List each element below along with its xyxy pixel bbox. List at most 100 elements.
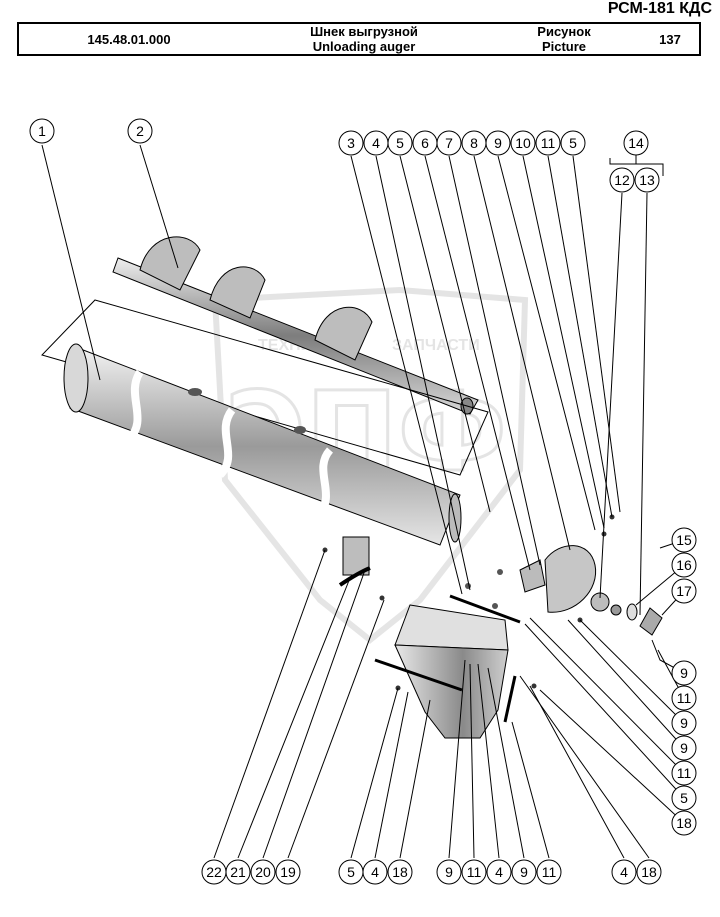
- callout-top-12: 12: [609, 167, 635, 193]
- callout-top-1: 1: [29, 118, 55, 144]
- callout-top-2: 2: [127, 118, 153, 144]
- svg-text:17: 17: [676, 583, 692, 599]
- picture-label-ru: Рисунок: [537, 24, 591, 39]
- part-name: Шнек выгрузной Unloading auger: [239, 24, 489, 54]
- auger-tube: [63, 343, 462, 546]
- callout-top-11: 11: [535, 130, 561, 156]
- svg-text:6: 6: [421, 135, 429, 151]
- svg-text:14: 14: [628, 135, 644, 151]
- svg-text:9: 9: [494, 135, 502, 151]
- gasket-parts: [449, 559, 546, 624]
- callout-bottom-4b: 4: [486, 859, 512, 885]
- svg-text:19: 19: [280, 864, 296, 880]
- callout-right-11b: 11: [671, 760, 697, 786]
- callout-bottom-5: 5: [338, 859, 364, 885]
- svg-text:18: 18: [392, 864, 408, 880]
- svg-text:21: 21: [230, 864, 246, 880]
- svg-text:9: 9: [445, 864, 453, 880]
- watermark-caption-right: ЗАПЧАСТИ: [392, 337, 480, 354]
- auger-outline-frame: [41, 299, 489, 476]
- svg-text:9: 9: [680, 715, 688, 731]
- callout-right-5: 5: [671, 785, 697, 811]
- callout-right-18: 18: [671, 810, 697, 836]
- svg-text:1: 1: [38, 123, 46, 139]
- leader-lines: [41, 144, 685, 859]
- svg-text:11: 11: [541, 135, 556, 151]
- callout-bottom-4c: 4: [611, 859, 637, 885]
- callout-bottom-9b: 9: [511, 859, 537, 885]
- callout-top-8: 8: [461, 130, 487, 156]
- svg-text:11: 11: [542, 864, 557, 880]
- auger-screw: [112, 236, 479, 415]
- callout-bottom-21: 21: [225, 859, 251, 885]
- picture-number: 137: [639, 24, 701, 54]
- svg-text:11: 11: [677, 690, 692, 706]
- svg-text:9: 9: [680, 740, 688, 756]
- svg-text:15: 15: [676, 532, 692, 548]
- svg-text:12: 12: [614, 172, 630, 188]
- svg-text:16: 16: [676, 557, 692, 573]
- svg-text:4: 4: [371, 864, 379, 880]
- svg-text:20: 20: [255, 864, 271, 880]
- picture-number-text: 137: [659, 31, 681, 47]
- svg-text:5: 5: [347, 864, 355, 880]
- callout-top-7: 7: [436, 130, 462, 156]
- svg-text:18: 18: [641, 864, 657, 880]
- svg-text:13: 13: [639, 172, 655, 188]
- picture-label: Рисунок Picture: [489, 24, 639, 54]
- callout-right-16: 16: [671, 552, 697, 578]
- svg-text:5: 5: [680, 790, 688, 806]
- callout-right-9b: 9: [671, 710, 697, 736]
- svg-text:9: 9: [680, 665, 688, 681]
- callout-right-11a: 11: [671, 685, 697, 711]
- part-name-ru: Шнек выгрузной: [310, 24, 418, 39]
- part-name-en: Unloading auger: [312, 39, 416, 54]
- svg-text:4: 4: [495, 864, 503, 880]
- callout-bottom-22: 22: [201, 859, 227, 885]
- callout-top-14: 14: [623, 130, 649, 156]
- callout-bottom-20: 20: [250, 859, 276, 885]
- svg-text:5: 5: [569, 135, 577, 151]
- svg-text:3: 3: [347, 135, 355, 151]
- callout-bottom-11b: 11: [536, 859, 562, 885]
- svg-text:9: 9: [520, 864, 528, 880]
- callout-top-10: 10: [510, 130, 536, 156]
- callout-bottom-18b: 18: [636, 859, 662, 885]
- svg-text:8: 8: [470, 135, 478, 151]
- title-block: 145.48.01.000 Шнек выгрузной Unloading a…: [17, 22, 701, 56]
- callout-top-13: 13: [634, 167, 660, 193]
- callout-bottom-4a: 4: [362, 859, 388, 885]
- part-code: 145.48.01.000: [19, 24, 239, 54]
- svg-text:2: 2: [136, 123, 144, 139]
- callout-right-17: 17: [671, 578, 697, 604]
- callout-right-9a: 9: [671, 660, 697, 686]
- callout-right-9c: 9: [671, 735, 697, 761]
- svg-text:10: 10: [515, 135, 531, 151]
- model-label: РСМ-181 КДС: [607, 0, 712, 17]
- callout-labels: 1 2 3 4 5 6 7 8 9 10 11 5 14 12 13 15 16…: [29, 118, 697, 885]
- callout-bottom-9a: 9: [436, 859, 462, 885]
- svg-text:7: 7: [445, 135, 453, 151]
- callout-right-15: 15: [671, 527, 697, 553]
- part-code-text: 145.48.01.000: [87, 31, 171, 47]
- svg-text:4: 4: [620, 864, 628, 880]
- bracket-assembly: [322, 536, 385, 601]
- callout-bottom-19: 19: [275, 859, 301, 885]
- callout-top-4: 4: [363, 130, 389, 156]
- svg-text:11: 11: [467, 864, 482, 880]
- callout-bottom-11a: 11: [461, 859, 487, 885]
- svg-text:4: 4: [372, 135, 380, 151]
- callout-top-6: 6: [412, 130, 438, 156]
- callout-top-5a: 5: [387, 130, 413, 156]
- picture-label-en: Picture: [541, 39, 587, 54]
- svg-text:18: 18: [676, 815, 692, 831]
- hopper: [374, 604, 537, 739]
- callout-top-9: 9: [485, 130, 511, 156]
- callout-top-3: 3: [338, 130, 364, 156]
- svg-text:22: 22: [206, 864, 222, 880]
- callout-bottom-18a: 18: [387, 859, 413, 885]
- svg-text:5: 5: [396, 135, 404, 151]
- svg-text:11: 11: [677, 765, 692, 781]
- callout-top-5b: 5: [560, 130, 586, 156]
